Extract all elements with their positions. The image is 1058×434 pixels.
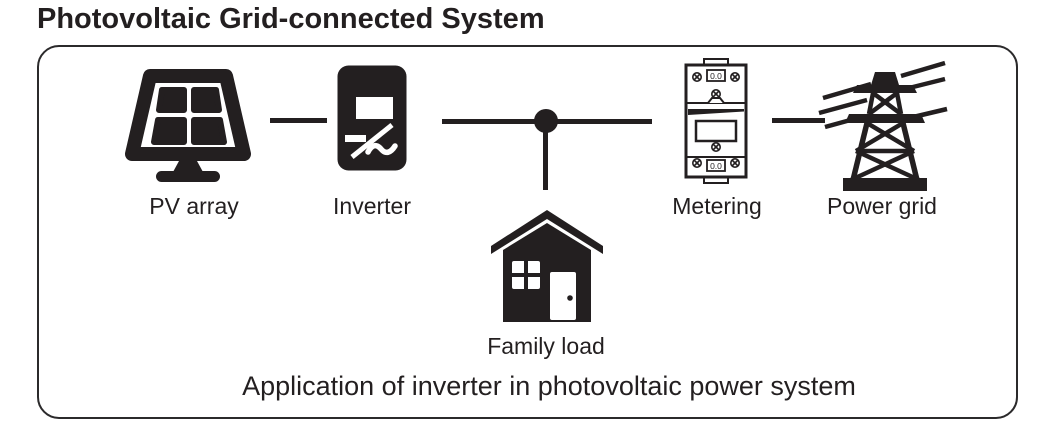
transmission-tower-icon	[813, 56, 953, 194]
diagram-frame	[37, 45, 1018, 419]
node-label-power-grid: Power grid	[827, 193, 937, 219]
node-label-pv-array: PV array	[149, 193, 239, 219]
connector-metering-to-grid	[772, 118, 825, 123]
connector-pv-to-inverter	[270, 118, 327, 123]
house-icon	[486, 206, 608, 324]
meter-digit-readout-bottom: 0.0	[710, 161, 722, 171]
diagram-caption: Application of inverter in photovoltaic …	[242, 371, 856, 401]
node-label-family-load: Family load	[487, 333, 605, 359]
inverter-icon	[336, 64, 408, 172]
meter-digit-readout-top: 0.0	[710, 71, 722, 81]
node-label-metering: Metering	[672, 193, 762, 219]
connector-junction-to-family-load	[543, 120, 548, 190]
solar-panel-icon	[118, 62, 258, 182]
node-label-inverter: Inverter	[333, 193, 411, 219]
page-title: Photovoltaic Grid-connected System	[37, 3, 545, 35]
energy-meter-icon: 0.0 0.0	[683, 57, 749, 185]
